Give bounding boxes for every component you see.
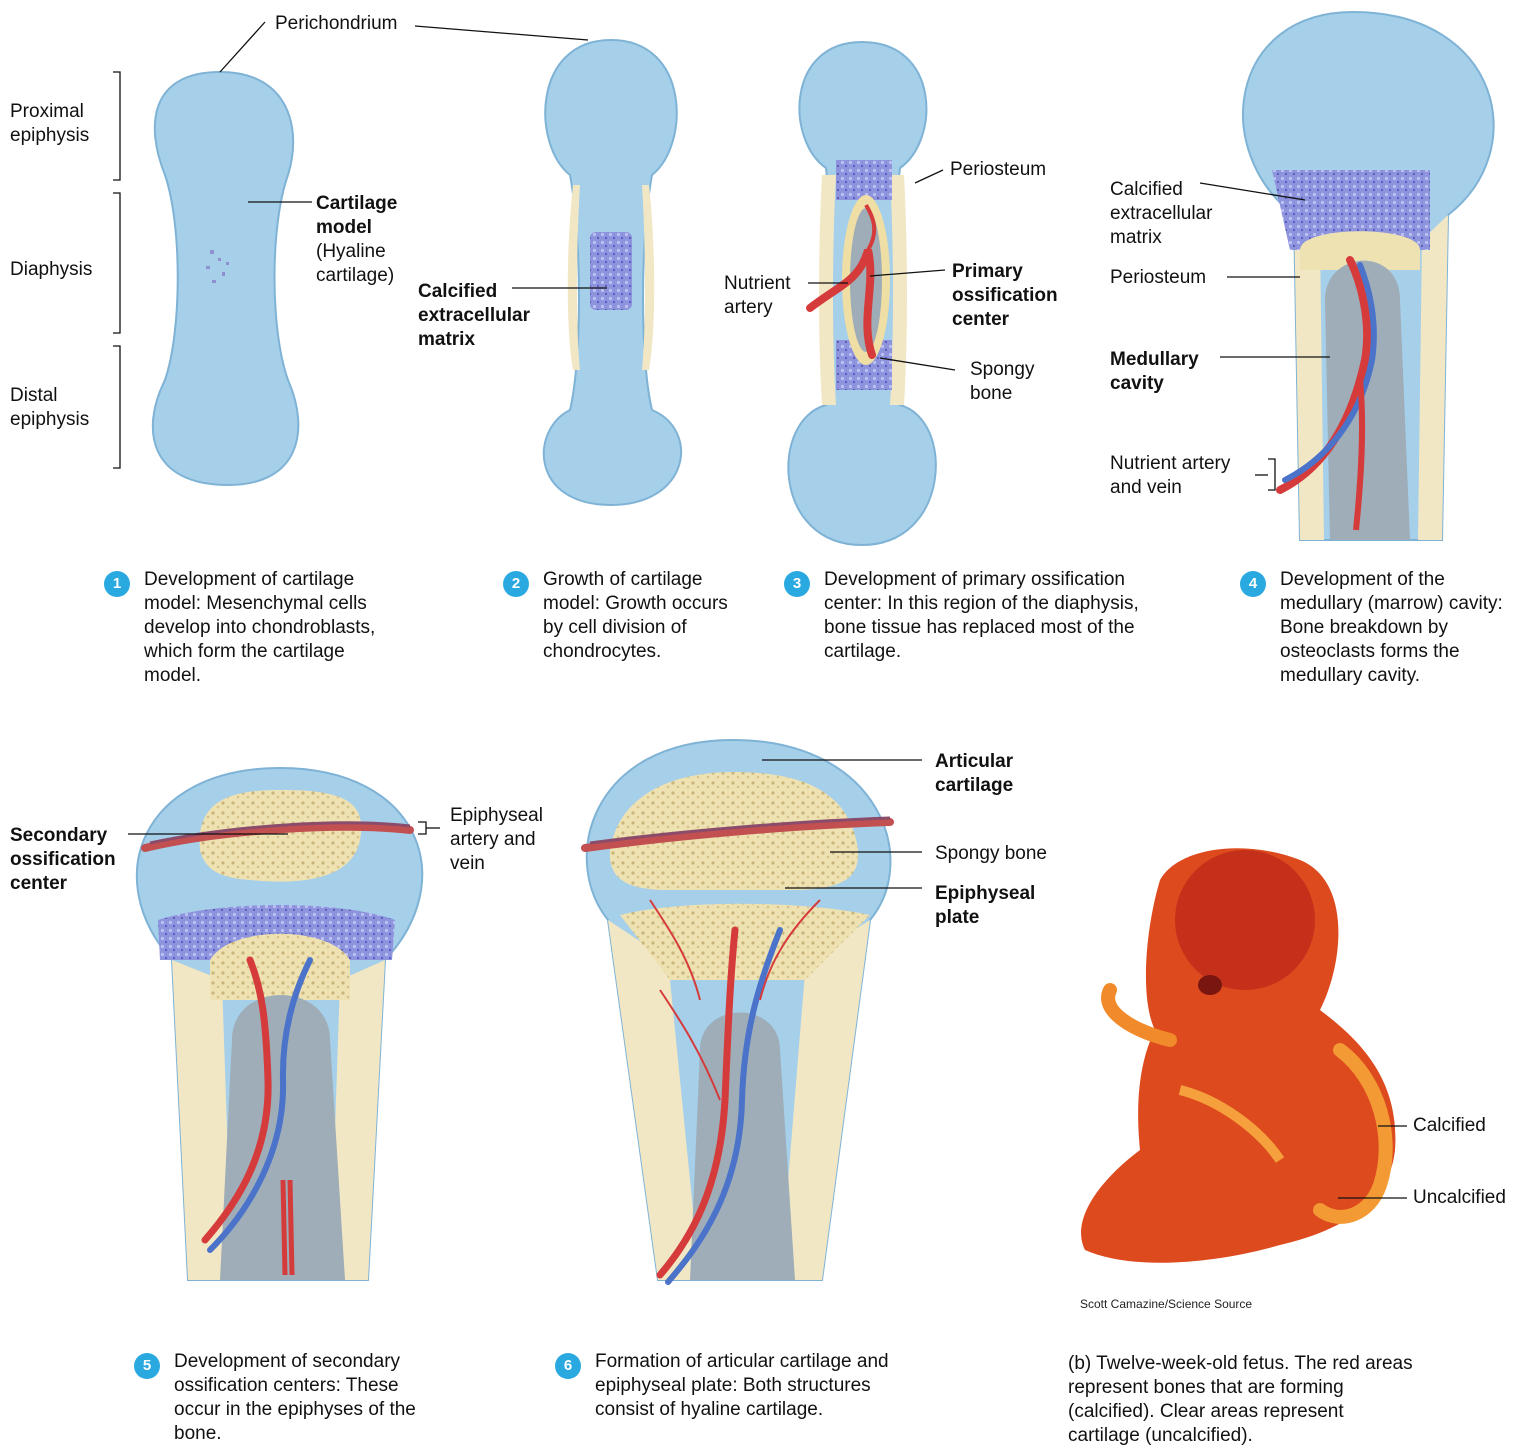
proximal-epiphysis-label: Proximal epiphysis xyxy=(10,100,89,148)
nutrient-artery-vein-label: Nutrient artery and vein xyxy=(1110,452,1230,500)
step-6-badge: 6 xyxy=(555,1353,581,1379)
perichondrium-label: Perichondrium xyxy=(275,12,398,36)
secondary-ossification-center-label: Secondary ossification center xyxy=(10,824,116,896)
step-2: 2 Growth of cartilage model: Growth occu… xyxy=(503,568,733,664)
step-1: 1 Development of cartilage model: Mesenc… xyxy=(104,568,404,688)
step-4-badge: 4 xyxy=(1240,571,1266,597)
cartilage-model-label: Cartilage model xyxy=(316,192,397,240)
stage4-bone xyxy=(1243,12,1494,540)
photo-credit: Scott Camazine/Science Source xyxy=(1080,1297,1252,1311)
stage6-bone xyxy=(585,740,890,1282)
step-1-badge: 1 xyxy=(104,571,130,597)
stage2-bone xyxy=(544,40,681,505)
medullary-cavity-label: Medullary cavity xyxy=(1110,348,1199,396)
uncalcified-label: Uncalcified xyxy=(1413,1186,1506,1210)
step-4: 4 Development of the medullary (marrow) … xyxy=(1240,568,1525,688)
primary-ossification-center-label: Primary ossification center xyxy=(952,260,1058,332)
distal-epiphysis-label: Distal epiphysis xyxy=(10,384,89,432)
step-5-text: Development of secondary ossification ce… xyxy=(174,1350,444,1446)
step-6: 6 Formation of articular cartilage and e… xyxy=(555,1350,915,1422)
fetus-image xyxy=(1081,848,1395,1262)
step-6-text: Formation of articular cartilage and epi… xyxy=(595,1350,915,1422)
stage3-bone xyxy=(788,42,936,545)
stage5-bone xyxy=(137,768,422,1280)
step-1-text: Development of cartilage model: Mesenchy… xyxy=(144,568,404,688)
step-4-text: Development of the medullary (marrow) ca… xyxy=(1280,568,1525,688)
step-2-badge: 2 xyxy=(503,571,529,597)
step-3: 3 Development of primary ossification ce… xyxy=(784,568,1154,664)
nutrient-artery-label: Nutrient artery xyxy=(724,272,791,320)
caption-b: (b) Twelve-week-old fetus. The red areas… xyxy=(1068,1352,1413,1448)
step-5: 5 Development of secondary ossification … xyxy=(134,1350,444,1446)
stage6-spongy-bone-label: Spongy bone xyxy=(935,842,1047,866)
hyaline-cartilage-label: (Hyaline cartilage) xyxy=(316,240,394,288)
step-3-text: Development of primary ossification cent… xyxy=(824,568,1154,664)
stage2-calcified-matrix-label: Calcified extracellular matrix xyxy=(418,280,530,352)
step-5-badge: 5 xyxy=(134,1353,160,1379)
epiphyseal-plate-label: Epiphyseal plate xyxy=(935,882,1035,930)
step-2-text: Growth of cartilage model: Growth occurs… xyxy=(543,568,733,664)
diaphysis-label: Diaphysis xyxy=(10,258,92,282)
stage4-calcified-matrix-label: Calcified extracellular matrix xyxy=(1110,178,1212,250)
stage3-spongy-bone-label: Spongy bone xyxy=(970,358,1034,406)
calcified-label: Calcified xyxy=(1413,1114,1486,1138)
epiphyseal-artery-vein-label: Epiphyseal artery and vein xyxy=(450,804,543,876)
stage1-bone xyxy=(153,72,299,485)
step-3-badge: 3 xyxy=(784,571,810,597)
stage3-periosteum-label: Periosteum xyxy=(950,158,1046,182)
stage4-periosteum-label: Periosteum xyxy=(1110,266,1206,290)
articular-cartilage-label: Articular cartilage xyxy=(935,750,1013,798)
